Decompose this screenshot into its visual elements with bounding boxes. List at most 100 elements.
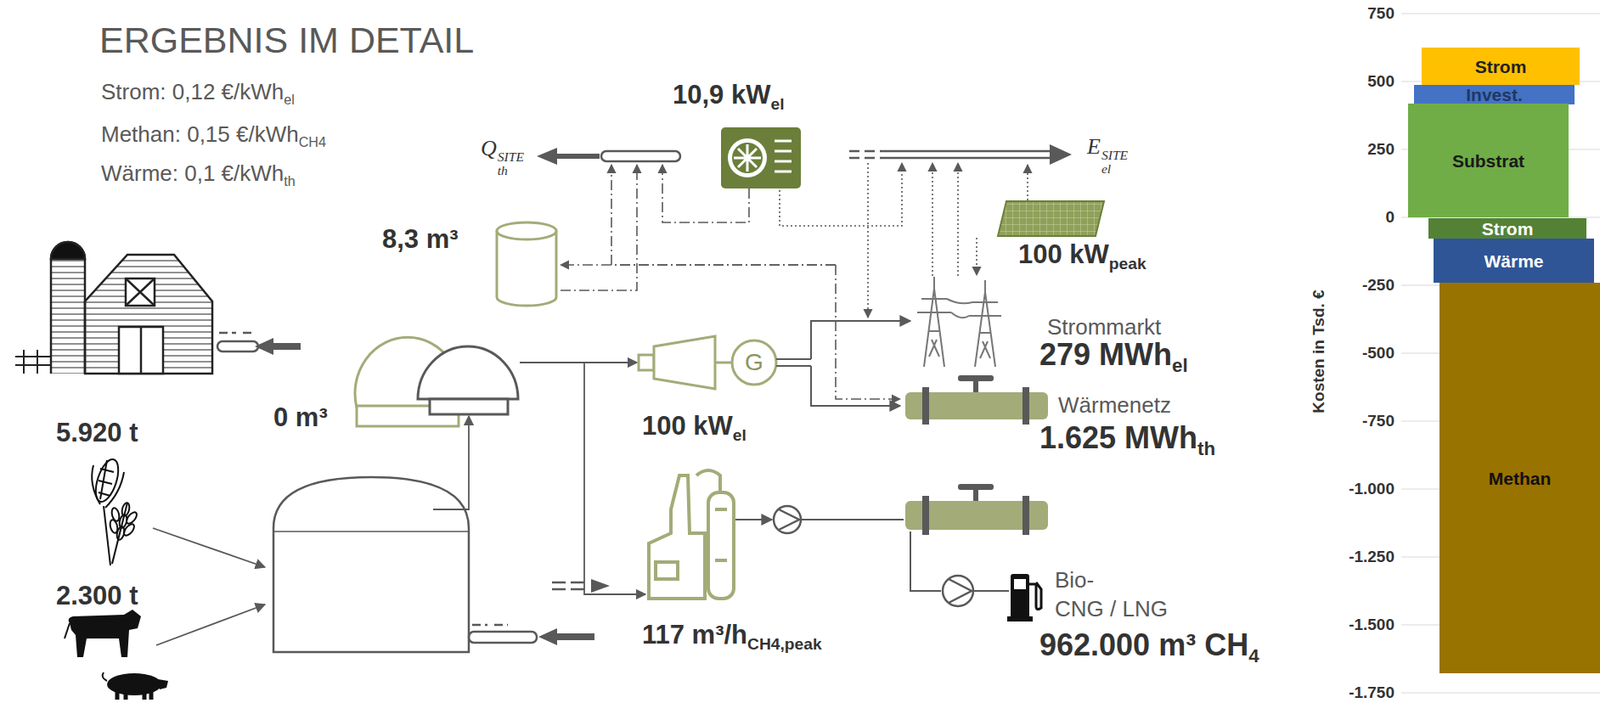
segment-label: Methan: [1488, 469, 1552, 488]
drawing-part: [879, 151, 1050, 158]
value-text: Q: [480, 135, 497, 161]
drawing-part: [648, 470, 734, 599]
drawing-part: [655, 562, 678, 580]
drawing-part: [273, 530, 469, 533]
subscript: CH4,peak: [747, 635, 823, 654]
index-stack: SITEth: [497, 150, 524, 177]
drawing-part: [496, 222, 557, 306]
subscript: el: [732, 426, 747, 445]
label-group: Wärme: 0,1 €/kWhth: [101, 161, 296, 189]
label-group: 8,3 m³: [382, 224, 459, 255]
drawing-part: [849, 151, 875, 158]
cost-bar-segment: Strom: [1428, 218, 1587, 239]
label-group: Kosten in Tsd. €: [1309, 289, 1329, 413]
drawing-part: [957, 375, 994, 382]
label-group: -1.750: [1348, 683, 1395, 703]
value-text: -1.750: [1348, 683, 1395, 702]
label-group: 250: [1367, 140, 1395, 159]
drawing-part: [15, 242, 213, 374]
value-text: 250: [1367, 140, 1395, 158]
drawing-part: [108, 518, 119, 534]
label-group: Wärmenetz: [1058, 393, 1172, 419]
drawing-part: [776, 321, 911, 406]
value-text: 2.300 t: [56, 580, 139, 611]
segment-label: Wärme: [1483, 252, 1544, 271]
label-group: Methan: 0,15 €/kWhCH4: [101, 122, 327, 150]
drawing-part: [1029, 582, 1042, 610]
drawing-part: [997, 201, 1105, 237]
drawing-part: [102, 672, 108, 682]
drawing-part: [1007, 574, 1033, 622]
index-stack: SITEel: [1101, 148, 1128, 175]
drawing-part: [948, 579, 972, 603]
value-text: 750: [1367, 4, 1395, 23]
drawing-part: [969, 280, 1002, 367]
value-text: 100 kW: [642, 411, 733, 441]
drawing-part: [152, 528, 265, 568]
value-text: CNG / LNG: [1054, 596, 1168, 622]
drawing-part: [638, 354, 654, 371]
drawing-part: [611, 164, 836, 265]
drawing-part: [124, 510, 139, 525]
label-group: -1.000: [1348, 479, 1395, 499]
drawing-part: [732, 340, 777, 385]
value-text: 500: [1367, 72, 1395, 91]
subscript: el: [770, 95, 784, 113]
drawing-part: [552, 582, 585, 590]
value-text: -1.250: [1348, 547, 1395, 566]
label-group: 962.000 m³ CH4: [1039, 627, 1260, 667]
drawing-part: [774, 140, 792, 172]
drawing-part: [68, 609, 141, 658]
drawing-part: [1022, 387, 1030, 425]
drawing-part: [417, 346, 519, 400]
value-text: 5.920 t: [56, 417, 139, 448]
drawing-part: [433, 416, 469, 510]
drawing-part: [156, 604, 265, 646]
drawing-part: [975, 237, 978, 276]
drawing-part: [433, 362, 646, 595]
drawing-part: [254, 338, 301, 355]
drawing-part: [922, 484, 1030, 536]
label-group: 1.625 MWhth: [1039, 420, 1216, 460]
subscript: el: [1101, 162, 1128, 176]
drawing-part: [946, 298, 973, 318]
drawing-part: [1049, 144, 1072, 165]
drawing-part: [591, 579, 610, 593]
segment-label: Strom: [1475, 57, 1527, 76]
drawing-part: [1014, 579, 1026, 590]
value-text: -1.000: [1348, 479, 1395, 498]
drawing-part: [536, 147, 600, 165]
drawing-part: [811, 366, 901, 406]
value-text: Bio-: [1054, 567, 1094, 593]
value-text: 10,9 kW: [672, 79, 771, 110]
drawing-part: [910, 531, 941, 592]
cost-bar-segment: Wärme: [1433, 238, 1595, 283]
value-text: -250: [1362, 276, 1395, 294]
subscript: 4: [1248, 645, 1259, 667]
drawing-part: [472, 624, 508, 627]
drawing-part: [1026, 164, 1029, 201]
cost-bar-segment: Methan: [1439, 282, 1600, 674]
value-text: Wärmenetz: [1058, 392, 1172, 418]
drawing-part: [732, 142, 763, 174]
label-group: 5.920 t: [56, 417, 139, 449]
value-text: Strom: 0,12 €/kWh: [101, 78, 284, 105]
drawing-part: [922, 495, 930, 536]
drawing-part: [217, 332, 259, 352]
drawing-part: [601, 151, 681, 162]
drawing-part: [779, 163, 902, 226]
value-text: -500: [1362, 343, 1395, 362]
value-text: E: [1087, 134, 1101, 159]
drawing-part: [922, 375, 1030, 425]
drawing-part: [560, 264, 836, 266]
drawing-part: [835, 264, 901, 400]
segment-label: Invest.: [1465, 85, 1523, 104]
drawing-part: [776, 359, 812, 367]
drawing-part: [217, 341, 259, 352]
drawing-part: [735, 518, 772, 521]
drawing-part: [867, 163, 869, 318]
subscript: th: [497, 163, 524, 178]
label-group: 117 m³/hCH4,peak: [642, 619, 823, 654]
drawing-part: [922, 387, 930, 425]
